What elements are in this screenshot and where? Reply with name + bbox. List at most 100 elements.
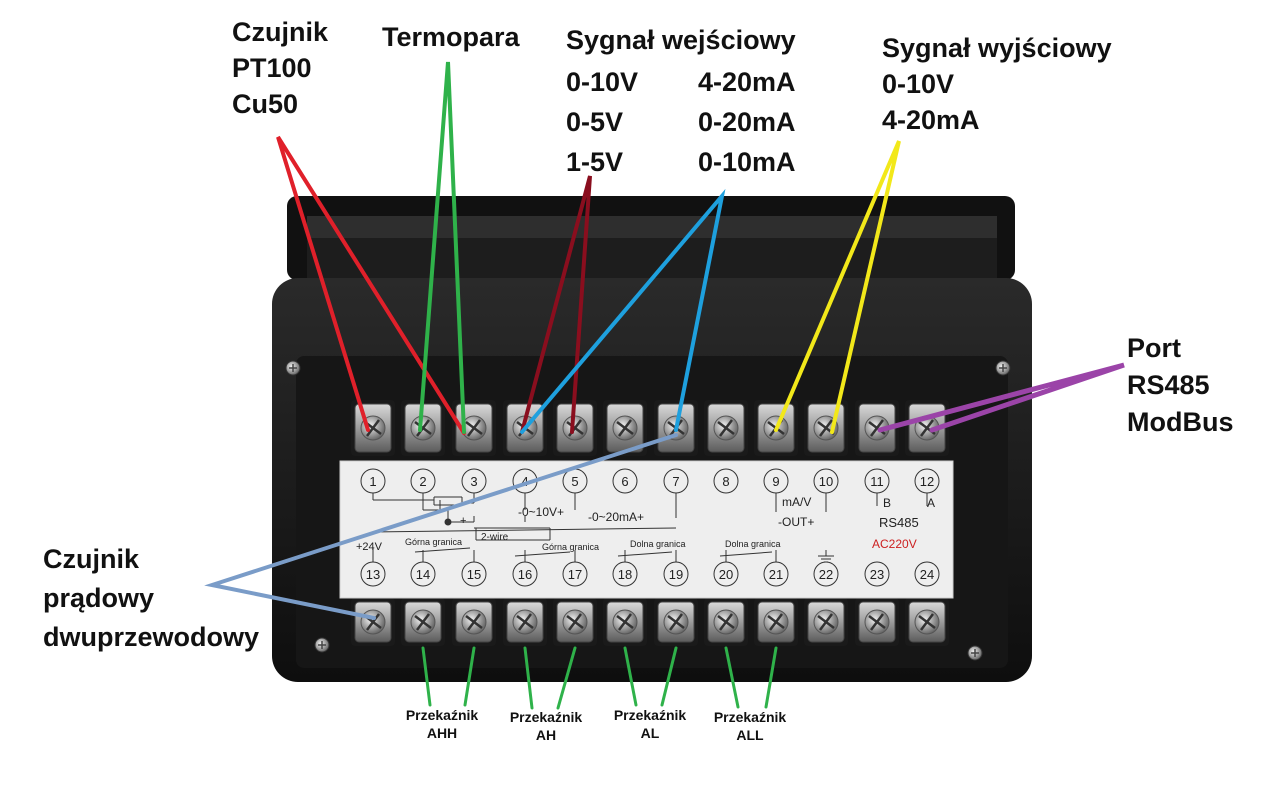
bottom-terminal-number-23: 23 [864,561,890,587]
rtd-plus-text: + [460,515,466,527]
input-current-3: 0-10mA [698,147,796,177]
relay-ah-label: Przekaźnik AH [506,708,586,744]
rs485-b-text: B [883,496,891,510]
bottom-terminal-4[interactable] [503,598,547,646]
relay-ahh-label: Przekaźnik AHH [402,706,482,742]
top-terminal-number-11: 11 [864,468,890,494]
case-screw [967,645,983,661]
bottom-terminal-number-24: 24 [914,561,940,587]
top-terminal-10[interactable] [804,400,848,456]
terminal-number-text: 19 [669,567,683,582]
bottom-terminal-number-21: 21 [763,561,789,587]
bottom-terminal-number-14: 14 [410,561,436,587]
two-wire-text: 2-wire [481,532,509,543]
input-voltage-3: 1-5V [566,147,624,177]
dolna-granica-1-text: Dolna granica [630,539,686,549]
ground-icon [818,550,834,563]
voltage-input-text: -0~10V+ [518,505,564,519]
top-terminal-number-12: 12 [914,468,940,494]
bottom-terminal-7[interactable] [654,598,698,646]
rs485-a-text: A [927,496,935,510]
bottom-terminal-12[interactable] [905,598,949,646]
input-voltage-2: 0-5V [566,107,624,137]
top-terminal-number-2: 2 [410,468,436,494]
czujnik-pradowy-line-1: Czujnik [43,544,140,574]
bottom-terminal-3[interactable] [452,598,496,646]
terminal-number-text: 23 [870,567,884,582]
output-annotation-line [774,140,901,434]
bottom-terminal-6[interactable] [603,598,647,646]
gorna-granica-2-text: Górna granica [542,542,599,552]
terminal-number-text: 16 [518,567,532,582]
top-terminal-number-1: 1 [360,468,386,494]
bottom-terminal-8[interactable] [704,598,748,646]
top-terminal-number-8: 8 [713,468,739,494]
terminal-number-text: 18 [618,567,632,582]
terminal-number-text: 20 [719,567,733,582]
relay-lead-line [623,646,638,707]
czujnik-label: Czujnik PT100 Cu50 [232,14,328,122]
bottom-terminal-9[interactable] [754,598,798,646]
terminal-number-text: 7 [672,474,679,489]
dolna-granica-2-text: Dolna granica [725,539,781,549]
case-screws [285,360,1011,661]
top-terminal-11[interactable] [855,400,899,456]
terminal-number-text: 12 [920,474,934,489]
top-terminal-number-10: 10 [813,468,839,494]
czujnik-line-2: PT100 [232,53,312,83]
port-line-3: ModBus [1127,407,1234,437]
bottom-terminal-number-17: 17 [562,561,588,587]
output-text: -OUT+ [778,515,814,529]
bottom-terminal-number-18: 18 [612,561,638,587]
relay-lead-line [421,646,432,707]
current-input-text: -0~20mA+ [588,510,644,524]
relay-all-line-1: Przekaźnik [713,709,787,725]
rs485-annotation-line [877,362,1125,433]
terminal-number-text: 22 [819,567,833,582]
relay-lead-line [660,646,678,707]
bottom-terminal-5[interactable] [553,598,597,646]
bottom-terminal-row [351,598,949,646]
relay-lead-line [764,646,778,709]
bottom-terminal-1[interactable] [351,598,395,646]
termopara-label: Termopara [382,22,520,52]
case-screw [285,360,301,376]
bottom-terminal-11[interactable] [855,598,899,646]
relay-al-line-1: Przekaźnik [613,707,687,723]
sygnal-wejsciowy-title: Sygnał wejściowy [566,25,796,55]
top-terminal-6[interactable] [603,400,647,456]
terminal-number-text: 15 [467,567,481,582]
czujnik-pradowy-label: Czujnik prądowy dwuprzewodowy [43,540,259,657]
terminal-number-text: 8 [722,474,729,489]
czujnik-line-1: Czujnik [232,17,329,47]
top-terminal-1[interactable] [351,400,395,456]
terminal-number-text: 10 [819,474,833,489]
terminal-number-text: 11 [870,474,884,489]
bottom-terminal-10[interactable] [804,598,848,646]
top-terminal-8[interactable] [704,400,748,456]
terminal-number-text: 13 [366,567,380,582]
bottom-terminal-2[interactable] [401,598,445,646]
relay-ah-line-2: AH [535,727,557,743]
czujnik-line-3: Cu50 [232,89,299,119]
relay-lead-line [523,646,534,710]
terminal-number-text: 14 [416,567,430,582]
terminal-number-text: 9 [772,474,779,489]
top-terminal-2[interactable] [401,400,445,456]
voltage-input-annotation-line [520,175,592,434]
upper-housing-top [307,216,997,238]
bottom-terminal-number-13: 13 [360,561,386,587]
relay-al-line-2: AL [640,725,660,741]
relay-lead-line [724,646,740,709]
relay-all-label: Przekaźnik ALL [710,708,790,744]
case-screw [995,360,1011,376]
top-terminal-5[interactable] [553,400,597,456]
gorna-granica-1-text: Górna granica [405,537,462,547]
czujnik-pradowy-line-3: dwuprzewodowy [43,622,259,652]
relay-lead-line [463,646,476,707]
terminal-number-text: 2 [419,474,426,489]
output-unit-text: mA/V [782,495,811,509]
case-screw [314,637,330,653]
